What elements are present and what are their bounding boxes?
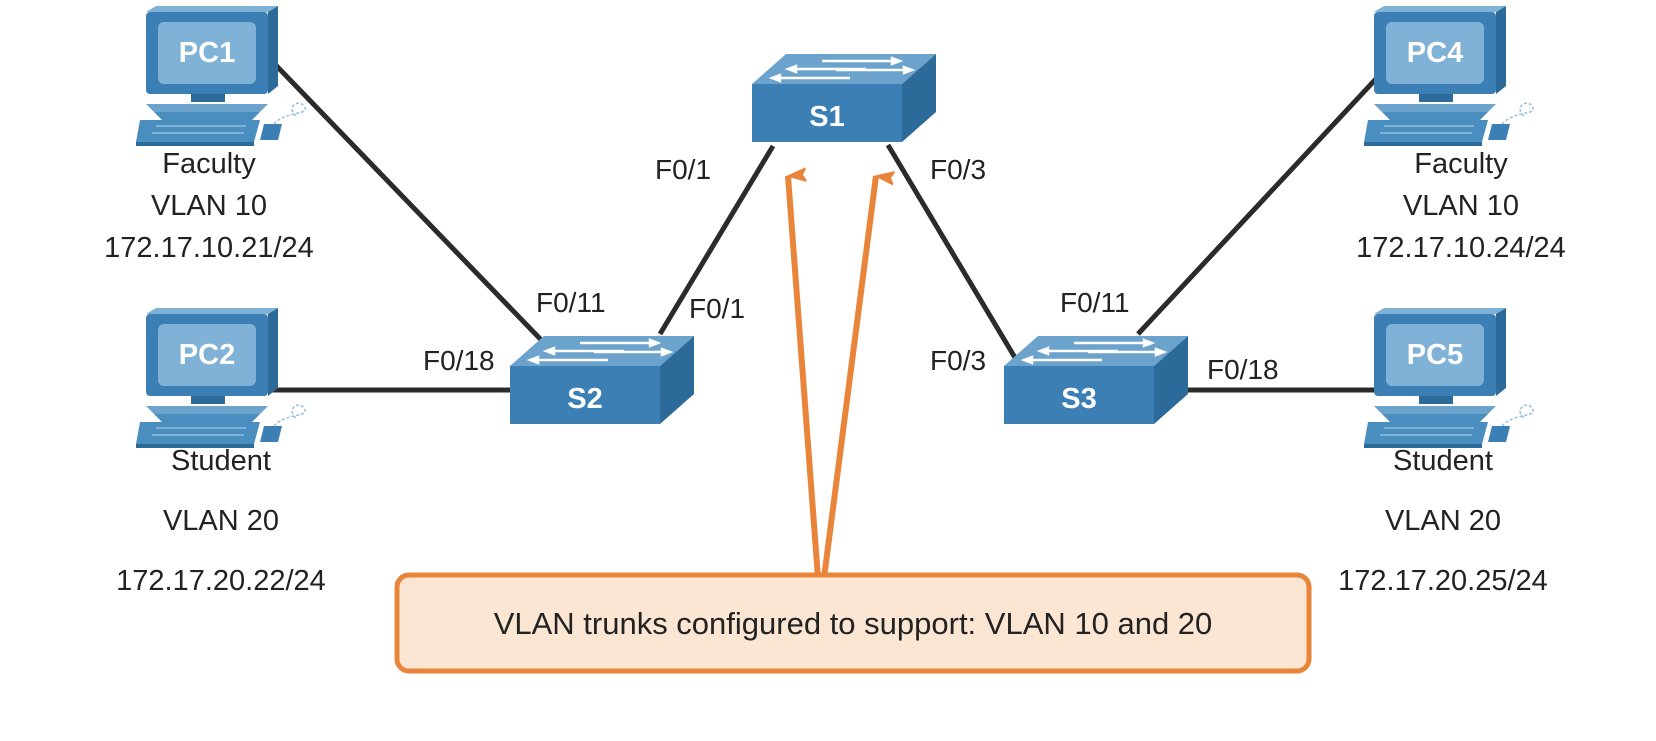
- link-s3-pc4: [1136, 64, 1390, 336]
- pc5-labels: Student VLAN 20 172.17.20.25/24: [1338, 445, 1548, 597]
- port-s2-to-pc1: F0/11: [536, 287, 606, 318]
- switch-s3[interactable]: S3: [1002, 334, 1190, 426]
- port-s3-to-pc4: F0/11: [1060, 287, 1130, 318]
- port-labels: F0/1 F0/3 F0/11 F0/1 F0/18 F0/11 F0/3 F0…: [423, 154, 1279, 385]
- pc4-ip: 172.17.10.24/24: [1356, 232, 1566, 264]
- port-s2-to-pc2: F0/18: [423, 345, 495, 376]
- port-s2-to-s1: F0/1: [689, 293, 745, 324]
- pc1-role: Faculty: [162, 148, 256, 180]
- pc4-name: PC4: [1407, 37, 1463, 69]
- trunk-callout: VLAN trunks configured to support: VLAN …: [394, 572, 1312, 674]
- pc2-vlan: VLAN 20: [163, 505, 279, 537]
- pc5[interactable]: PC5: [1363, 307, 1535, 449]
- pc4-vlan: VLAN 10: [1403, 190, 1519, 222]
- pc1[interactable]: PC1: [135, 5, 307, 147]
- pc5-ip: 172.17.20.25/24: [1338, 565, 1548, 597]
- s2-name: S2: [567, 383, 602, 415]
- callout-text: VLAN trunks configured to support: VLAN …: [494, 606, 1213, 641]
- desktop-pc-icon: [135, 307, 307, 449]
- pc4-role: Faculty: [1414, 148, 1508, 180]
- link-pc1-s2: [264, 53, 550, 349]
- callout-box: [394, 572, 1312, 674]
- pc2-ip: 172.17.20.22/24: [116, 565, 326, 597]
- pc1-ip: 172.17.10.21/24: [104, 232, 314, 264]
- pc5-vlan: VLAN 20: [1385, 505, 1501, 537]
- port-s1-to-s3: F0/3: [930, 154, 986, 185]
- pc5-name: PC5: [1407, 339, 1463, 371]
- links: [264, 53, 1390, 393]
- pc2-labels: Student VLAN 20 172.17.20.22/24: [116, 445, 326, 597]
- desktop-pc-icon: [1363, 307, 1535, 449]
- pc1-name: PC1: [179, 37, 235, 69]
- port-s3-to-pc5: F0/18: [1207, 354, 1279, 385]
- arrow-to-f0-3: [821, 176, 876, 579]
- link-s1-s3: [885, 143, 1023, 368]
- pc1-labels: Faculty VLAN 10 172.17.10.21/24: [104, 148, 314, 264]
- link-s2-s1: [657, 144, 776, 336]
- port-s1-to-s2: F0/1: [655, 154, 711, 185]
- port-s3-to-s1: F0/3: [930, 345, 986, 376]
- pc1-vlan: VLAN 10: [151, 190, 267, 222]
- pc5-role: Student: [1393, 445, 1493, 477]
- pc4[interactable]: PC4: [1363, 5, 1535, 147]
- switch-s2[interactable]: S2: [508, 334, 696, 426]
- desktop-pc-icon: [135, 5, 307, 147]
- pc2[interactable]: PC2: [135, 307, 307, 449]
- switch-s1[interactable]: S1: [750, 52, 938, 144]
- pc2-role: Student: [171, 445, 271, 477]
- s3-name: S3: [1061, 383, 1096, 415]
- pc4-labels: Faculty VLAN 10 172.17.10.24/24: [1356, 148, 1566, 264]
- trunk-arrows: [785, 176, 876, 579]
- arrow-to-f0-1: [785, 176, 821, 579]
- desktop-pc-icon: [1363, 5, 1535, 147]
- pc2-name: PC2: [179, 339, 235, 371]
- s1-name: S1: [809, 101, 844, 133]
